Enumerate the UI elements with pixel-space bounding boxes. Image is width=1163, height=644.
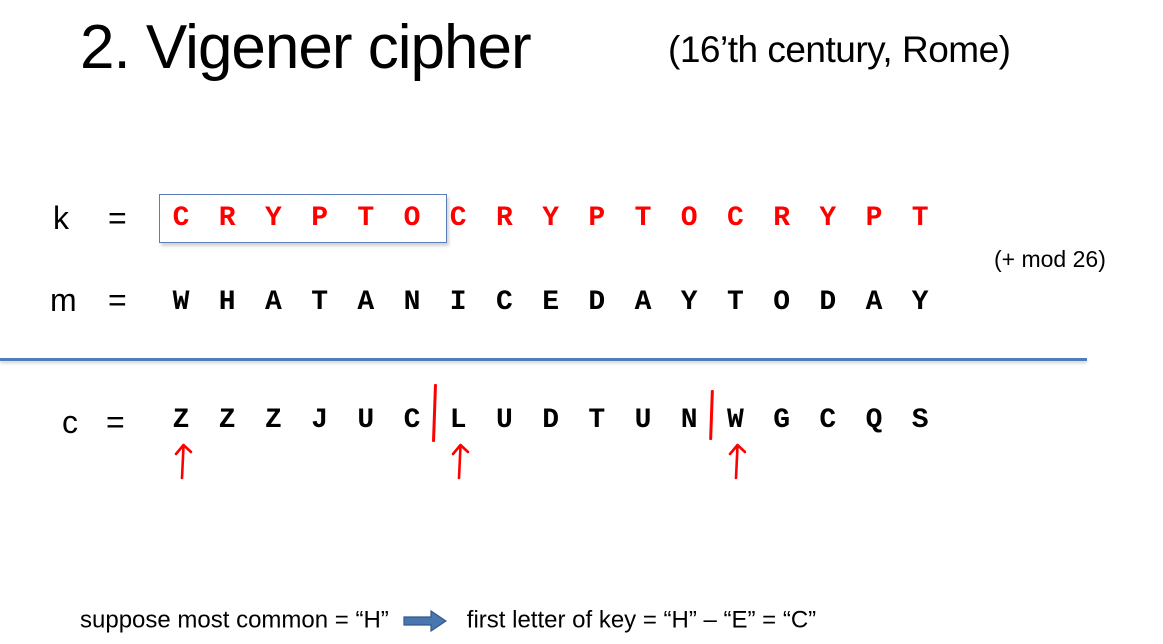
slide-title: 2. Vigener cipher bbox=[80, 13, 532, 82]
message-letter: W bbox=[172, 287, 190, 318]
message-equals: = bbox=[108, 282, 127, 318]
message-letter: T bbox=[726, 287, 744, 318]
frequency-analysis-note: suppose most common = “H” first letter of… bbox=[80, 604, 816, 637]
message-letter: N bbox=[403, 287, 421, 318]
message-label: m bbox=[50, 282, 77, 318]
footer-conclusion: first letter of key = “H” – “E” = “C” bbox=[466, 606, 817, 634]
up-arrow-marker-icon bbox=[174, 443, 193, 480]
footer-premise: suppose most common = “H” bbox=[80, 606, 389, 634]
message-letter: C bbox=[495, 287, 513, 318]
key-letter: T bbox=[357, 203, 375, 234]
right-block-arrow-icon bbox=[403, 609, 447, 632]
key-letter: R bbox=[218, 203, 236, 234]
cipher-letter: U bbox=[634, 405, 652, 436]
key-letter: C bbox=[172, 203, 190, 234]
key-letter: Y bbox=[264, 203, 282, 234]
key-letter: O bbox=[403, 203, 421, 234]
slide-subtitle: (16’th century, Rome) bbox=[668, 29, 1011, 70]
sum-divider-line bbox=[0, 358, 1087, 361]
key-letter: P bbox=[865, 203, 883, 234]
message-letter: A bbox=[865, 287, 883, 318]
cipher-label: c bbox=[62, 404, 78, 440]
message-letter: I bbox=[449, 287, 467, 318]
message-letter: E bbox=[542, 287, 559, 318]
message-letter: D bbox=[819, 287, 837, 318]
key-letter: T bbox=[634, 203, 652, 234]
key-letter: R bbox=[495, 203, 513, 234]
message-letter: A bbox=[357, 287, 375, 318]
cipher-letter: J bbox=[311, 405, 328, 436]
cipher-letter: Q bbox=[865, 405, 883, 436]
cipher-letter: S bbox=[911, 405, 929, 436]
cipher-letter: D bbox=[542, 405, 559, 436]
key-period-box bbox=[159, 194, 447, 243]
message-letter: Y bbox=[911, 287, 929, 318]
cipher-letter: U bbox=[495, 405, 513, 436]
cipher-letter: Z bbox=[218, 405, 236, 436]
message-letter: Y bbox=[680, 287, 698, 318]
up-arrow-marker-icon bbox=[729, 443, 747, 480]
message-letter: O bbox=[773, 287, 790, 318]
key-letter: T bbox=[911, 203, 929, 234]
key-letter: R bbox=[773, 203, 790, 234]
cipher-letter: C bbox=[403, 405, 421, 436]
key-letter: Y bbox=[542, 203, 559, 234]
up-arrow-marker-icon bbox=[451, 443, 470, 480]
cipher-letter: W bbox=[726, 405, 744, 436]
message-letter: H bbox=[218, 287, 236, 318]
mod-26-note: (+ mod 26) bbox=[994, 246, 1106, 272]
key-letter: C bbox=[449, 203, 467, 234]
message-letter: A bbox=[634, 287, 652, 318]
cipher-letter: Z bbox=[264, 405, 282, 436]
message-letter: T bbox=[311, 287, 328, 318]
cipher-letter: G bbox=[773, 405, 790, 436]
key-label: k bbox=[53, 200, 69, 236]
key-letter: Y bbox=[819, 203, 837, 234]
key-letter: O bbox=[680, 203, 698, 234]
cipher-letter: U bbox=[357, 405, 375, 436]
message-letter: A bbox=[264, 287, 282, 318]
cipher-letter: Z bbox=[172, 405, 190, 436]
cipher-letter: L bbox=[449, 405, 467, 436]
message-letter: D bbox=[588, 287, 606, 318]
cipher-letter: T bbox=[588, 405, 606, 436]
key-equals: = bbox=[108, 200, 127, 236]
cipher-letter: N bbox=[680, 405, 698, 436]
cipher-letter: C bbox=[819, 405, 837, 436]
key-letter: P bbox=[311, 203, 328, 234]
key-letter: P bbox=[588, 203, 606, 234]
key-letter: C bbox=[726, 203, 744, 234]
cipher-equals: = bbox=[106, 404, 125, 440]
